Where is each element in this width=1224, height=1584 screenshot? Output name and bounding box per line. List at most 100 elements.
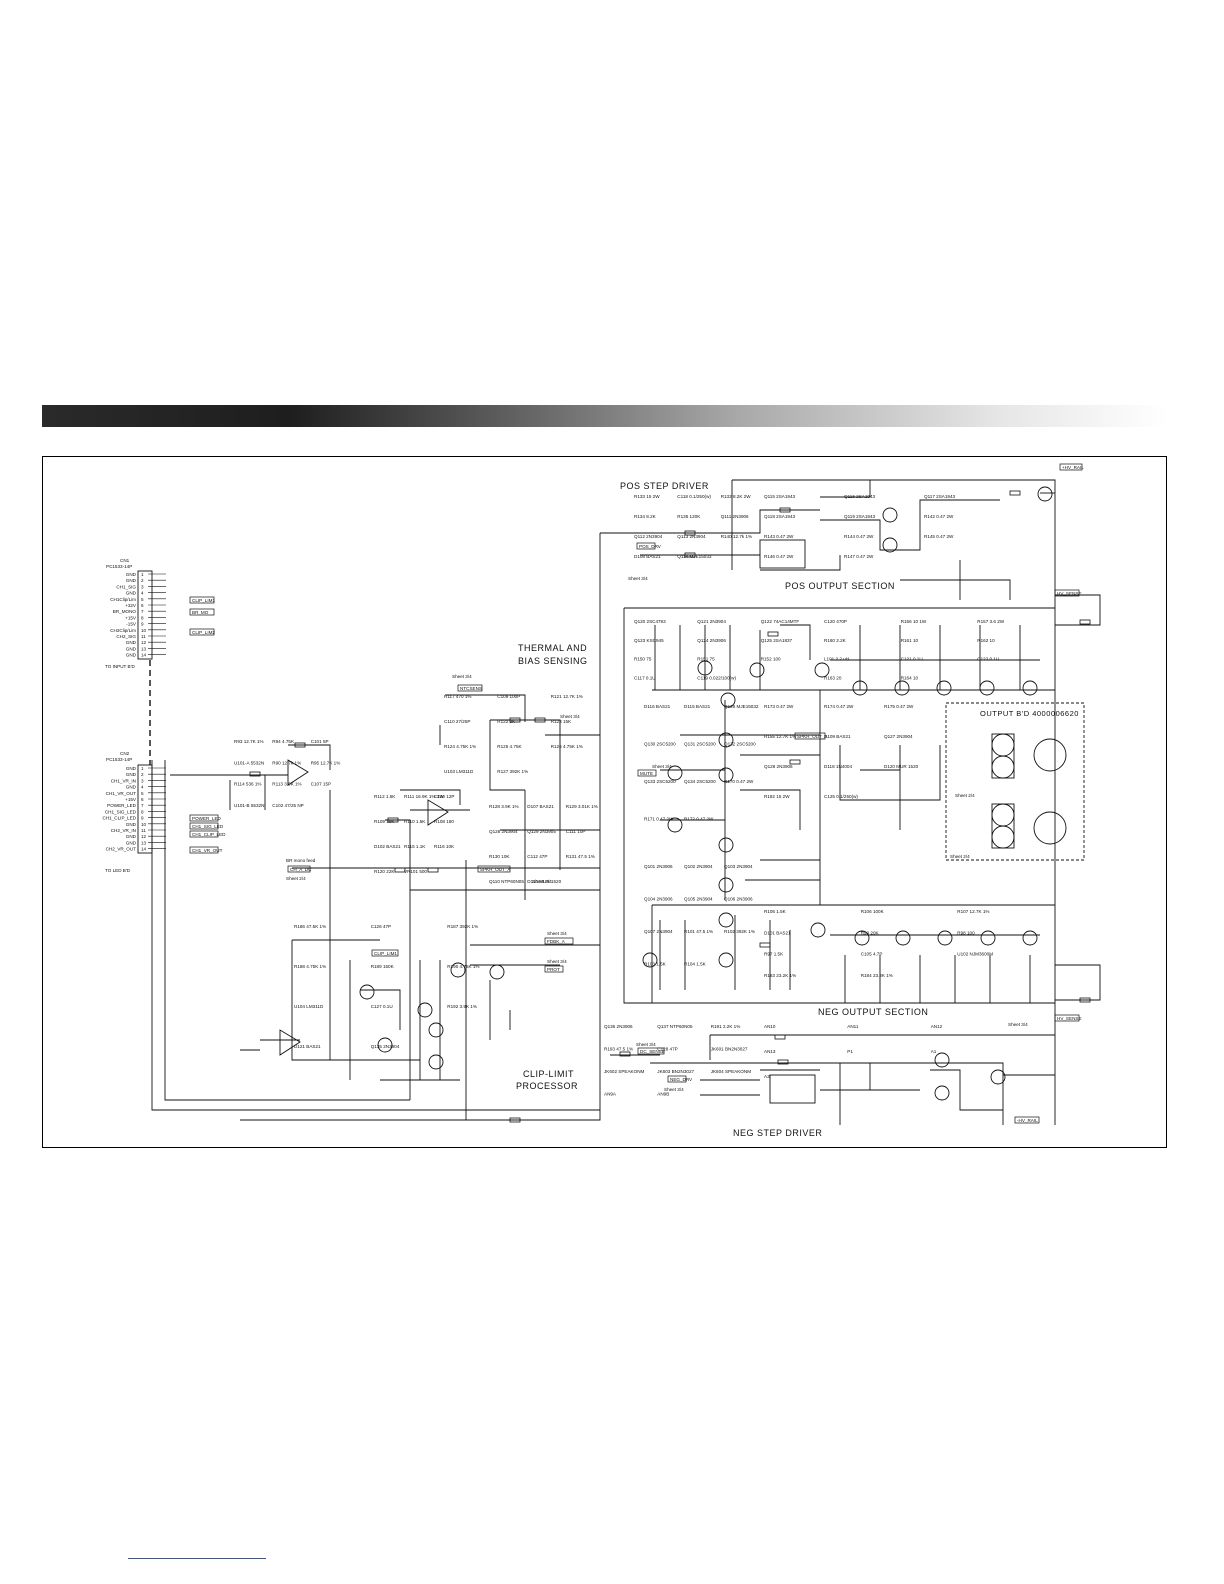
connector-pin-label: GND bbox=[126, 591, 137, 596]
component-designator: C126 47P bbox=[371, 924, 391, 929]
component-designator: Q134 2SC5200 bbox=[684, 779, 716, 784]
component-designator: R193 47.5 1% bbox=[604, 1047, 633, 1052]
component-designator: R143 0.47 2W bbox=[764, 534, 794, 539]
component-designator: Q137 NTP60N05 bbox=[657, 1024, 693, 1029]
output-board-outline bbox=[945, 702, 1085, 861]
connector-pin-label: CH2Clip/Lim bbox=[110, 628, 136, 633]
footer-link-underline bbox=[128, 1558, 266, 1559]
component-designator: R120 22K bbox=[374, 869, 395, 874]
component-designator: R114 536 1% bbox=[234, 782, 262, 787]
component-designator: P1 bbox=[847, 1049, 853, 1054]
component-designator: U103 LM311D bbox=[444, 769, 474, 774]
connector-pin-label: GND bbox=[126, 840, 137, 845]
cn2-connector-body bbox=[137, 764, 153, 854]
component-designator: D108 BAS21 bbox=[634, 554, 661, 559]
component-designator: R190 4.75K 1% bbox=[447, 964, 479, 969]
connector-pin-label: GND bbox=[126, 822, 137, 827]
component-designator: R107 12.7K 1% bbox=[957, 909, 989, 914]
thermal-title-line1: THERMAL AND bbox=[518, 643, 587, 653]
net-ntc-sens: NTCSENS bbox=[460, 686, 482, 691]
component-designator: D101 BAS21 bbox=[764, 930, 791, 935]
component-designator: C118 0.1/250(w) bbox=[677, 494, 711, 499]
connector-pin-label: GND bbox=[126, 653, 137, 658]
component-designator: R152 100 bbox=[761, 657, 781, 662]
component-designator: R173 0.47 2W bbox=[764, 704, 794, 709]
component-designator: C117 0.1U bbox=[634, 675, 656, 680]
component-designator: Q107 2N3904 bbox=[644, 929, 673, 934]
component-designator: JK603 BN2N3027 bbox=[657, 1069, 694, 1074]
connector-pin-number: 3 bbox=[141, 778, 144, 783]
net-sig-led: CH1_SIG_LED bbox=[192, 824, 224, 829]
component-designator: Q112 2N3904 bbox=[634, 534, 663, 539]
component-designator: R95 12.7K 1% bbox=[311, 760, 341, 765]
component-designator: Q102 2N3904 bbox=[684, 864, 713, 869]
component-designator: Q125 2SA1837 bbox=[761, 638, 793, 643]
component-designator: R184 23.2K 1% bbox=[861, 973, 893, 978]
component-designator: Q127 2N3904 bbox=[884, 734, 913, 739]
component-designator: JK602 SPEAKONM bbox=[604, 1069, 645, 1074]
connector-pin-number: 6 bbox=[141, 603, 144, 608]
connector-pin-label: CH2_VR_OUT bbox=[106, 847, 137, 852]
component-designator: D109 BAS21 bbox=[824, 734, 851, 739]
ic-u103 bbox=[759, 539, 806, 569]
connector-pin-label: POWER_LED bbox=[107, 803, 137, 808]
sheet-ref-3: Sheet 3/4 bbox=[560, 714, 580, 719]
component-designator: D113 MUR 1520 bbox=[527, 879, 561, 884]
connector-pin-label: CH1_VR_OUT bbox=[106, 791, 137, 796]
jk601-jack bbox=[991, 733, 1015, 757]
net-ch-a-dc: CH_A_DC bbox=[290, 867, 312, 872]
ic-u104 bbox=[769, 1074, 816, 1104]
connector-pin-number: 6 bbox=[141, 797, 144, 802]
connector-pin-label: +15V bbox=[125, 615, 137, 620]
component-designator: U102 NJM3600M bbox=[957, 952, 993, 957]
connector-pin-number: 11 bbox=[141, 828, 146, 833]
component-designator: AN11 bbox=[847, 1024, 859, 1029]
component-designator: U101-A 5532N bbox=[234, 760, 264, 765]
component-designator: R188 4.75K 1% bbox=[294, 964, 326, 969]
sheet-ref-11: Sheet 2/4 bbox=[286, 876, 306, 881]
component-designator: Q122 74AC14MTF bbox=[761, 619, 800, 624]
component-designator: Q117 2SA1943 bbox=[924, 494, 956, 499]
component-designator: D115 BAS21 bbox=[684, 704, 711, 709]
cn2-ref: CN2 bbox=[120, 751, 130, 756]
connector-pin-label: +32V bbox=[125, 603, 137, 608]
component-designator: R110 1.5K bbox=[404, 819, 426, 824]
sheet-ref-4: Sheet 3/4 bbox=[652, 764, 672, 769]
component-designator: JK601 BN2N3027 bbox=[711, 1047, 748, 1052]
component-designator: L101 2.2 uH bbox=[824, 657, 849, 662]
component-designator: Q118 2SA1943 bbox=[764, 514, 796, 519]
component-designator: R109 18K bbox=[374, 819, 395, 824]
connector-pin-label: GND bbox=[126, 640, 137, 645]
component-designator: R172 0.47 2W bbox=[684, 817, 714, 822]
connector-pin-label: CH1_VR_IN bbox=[111, 778, 136, 783]
component-designator: R90 12.7k 1% bbox=[272, 760, 301, 765]
component-designator: R131 47.5 1% bbox=[566, 854, 595, 859]
component-designator: R146 0.47 2W bbox=[764, 554, 794, 559]
neg-output-section-title: NEG OUTPUT SECTION bbox=[818, 1007, 928, 1017]
component-designator: Q131 2SC5200 bbox=[684, 742, 716, 747]
connector-pin-label: -15V bbox=[126, 622, 137, 627]
component-designator: Q126 MJE15032 bbox=[724, 704, 759, 709]
connector-pin-number: 12 bbox=[141, 640, 147, 645]
net-mute: MUTE bbox=[640, 771, 653, 776]
connector-pin-label: CH1_SIG bbox=[116, 584, 136, 589]
component-designator: C101 5P bbox=[311, 739, 329, 744]
connector-pin-number: 5 bbox=[141, 597, 144, 602]
clip-limit-title-line2: PROCESSOR bbox=[516, 1081, 578, 1091]
component-designator: R135 120K bbox=[677, 514, 701, 519]
component-designator: Q106 2N3906 bbox=[724, 897, 753, 902]
connector-pin-number: 7 bbox=[141, 609, 144, 614]
component-designator: C127 0.1U bbox=[371, 1004, 393, 1009]
connector-pin-label: CH1_CLIP_LED bbox=[103, 816, 137, 821]
cn2-note: TO LED B'D bbox=[105, 868, 131, 873]
cn1-part: PC1533-14P bbox=[106, 564, 132, 569]
component-designator: Q103 2N3904 bbox=[724, 864, 753, 869]
component-designator: R144 0.47 2W bbox=[844, 534, 874, 539]
connector-pin-number: 5 bbox=[141, 791, 144, 796]
connector-pin-number: 9 bbox=[141, 816, 144, 821]
clip-limit-title-line1: CLIP-LIMIT bbox=[523, 1069, 574, 1079]
component-designator: R145 0.47 2W bbox=[924, 534, 954, 539]
component-designator: R147 0.47 2W bbox=[844, 554, 874, 559]
component-designator: A3 bbox=[764, 1074, 770, 1079]
